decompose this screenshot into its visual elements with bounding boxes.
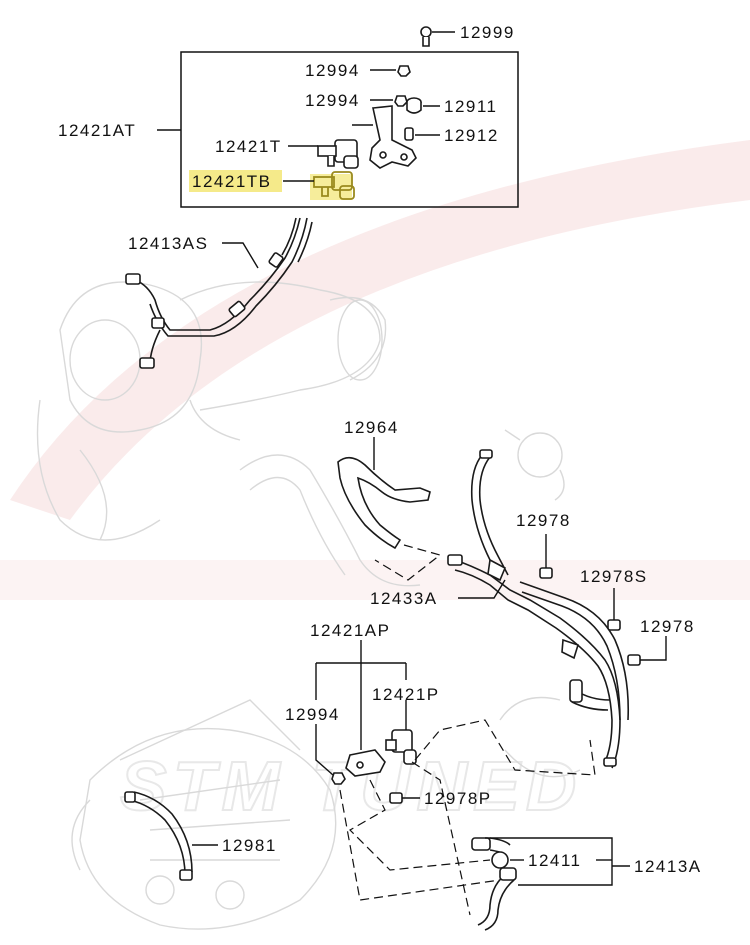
label-12413AS: 12413AS [128,234,208,253]
label-12421P: 12421P [372,685,440,704]
label-12978-b: 12978 [640,617,695,636]
clip-12978-a[interactable] [539,562,553,579]
dashed-connector-1 [374,544,442,581]
label-12411: 12411 [528,851,582,870]
ghost-actuator [504,429,565,501]
hose-set-12413AS[interactable] [125,217,313,369]
solenoid-valve-12421TB-highlighted[interactable] [310,171,355,200]
label-12994-top: 12994 [305,61,360,80]
label-12413A: 12413A [634,857,702,876]
label-12981: 12981 [222,836,277,855]
hose-12981[interactable] [124,791,193,881]
ghost-turbo [36,281,387,541]
bolt-12999[interactable] [420,26,432,47]
clip-12978P[interactable] [389,792,403,804]
label-12421T: 12421T [215,137,282,156]
solenoid-valve-12421T[interactable] [317,139,359,169]
nut-12994-low[interactable] [331,772,346,785]
label-12433A: 12433A [370,589,438,608]
hose-12411-upper[interactable] [471,837,511,869]
label-12421TB: 12421TB [192,172,272,191]
watermark-logo: STM TUNED [0,140,750,826]
label-12421AT: 12421AT [58,121,136,140]
bracket[interactable] [352,105,417,169]
dashed-connector-3 [349,779,491,871]
label-12978P: 12978P [424,789,492,808]
label-12421AP: 12421AP [310,621,390,640]
ghost-engine [71,699,337,930]
label-12978S: 12978S [580,567,648,586]
highlight-label-bg [189,170,282,192]
label-12994-low: 12994 [285,705,340,724]
label-12999: 12999 [460,23,515,42]
label-12964: 12964 [344,418,399,437]
nut-12994-mid[interactable] [394,95,408,107]
hose-12411-lower[interactable] [477,867,517,931]
clip-12978S[interactable] [607,619,621,631]
label-12978-a: 12978 [516,511,571,530]
pipe-assembly-12433A[interactable] [447,449,630,769]
ghost-pipe [239,454,581,778]
insulator-12911[interactable] [406,97,422,114]
label-12911: 12911 [444,97,498,116]
hose-12964[interactable] [337,456,431,550]
label-12994-mid: 12994 [305,91,360,110]
dashed-connector-4 [411,761,471,916]
collar-12912[interactable] [404,127,414,141]
dashed-connector-2 [414,719,596,776]
nut-12994-top[interactable] [397,65,411,77]
bracket-12421AP[interactable] [345,749,386,777]
label-12912: 12912 [444,126,499,145]
solenoid-valve-12421P[interactable] [385,729,417,765]
clip-12978-b[interactable] [627,654,641,666]
